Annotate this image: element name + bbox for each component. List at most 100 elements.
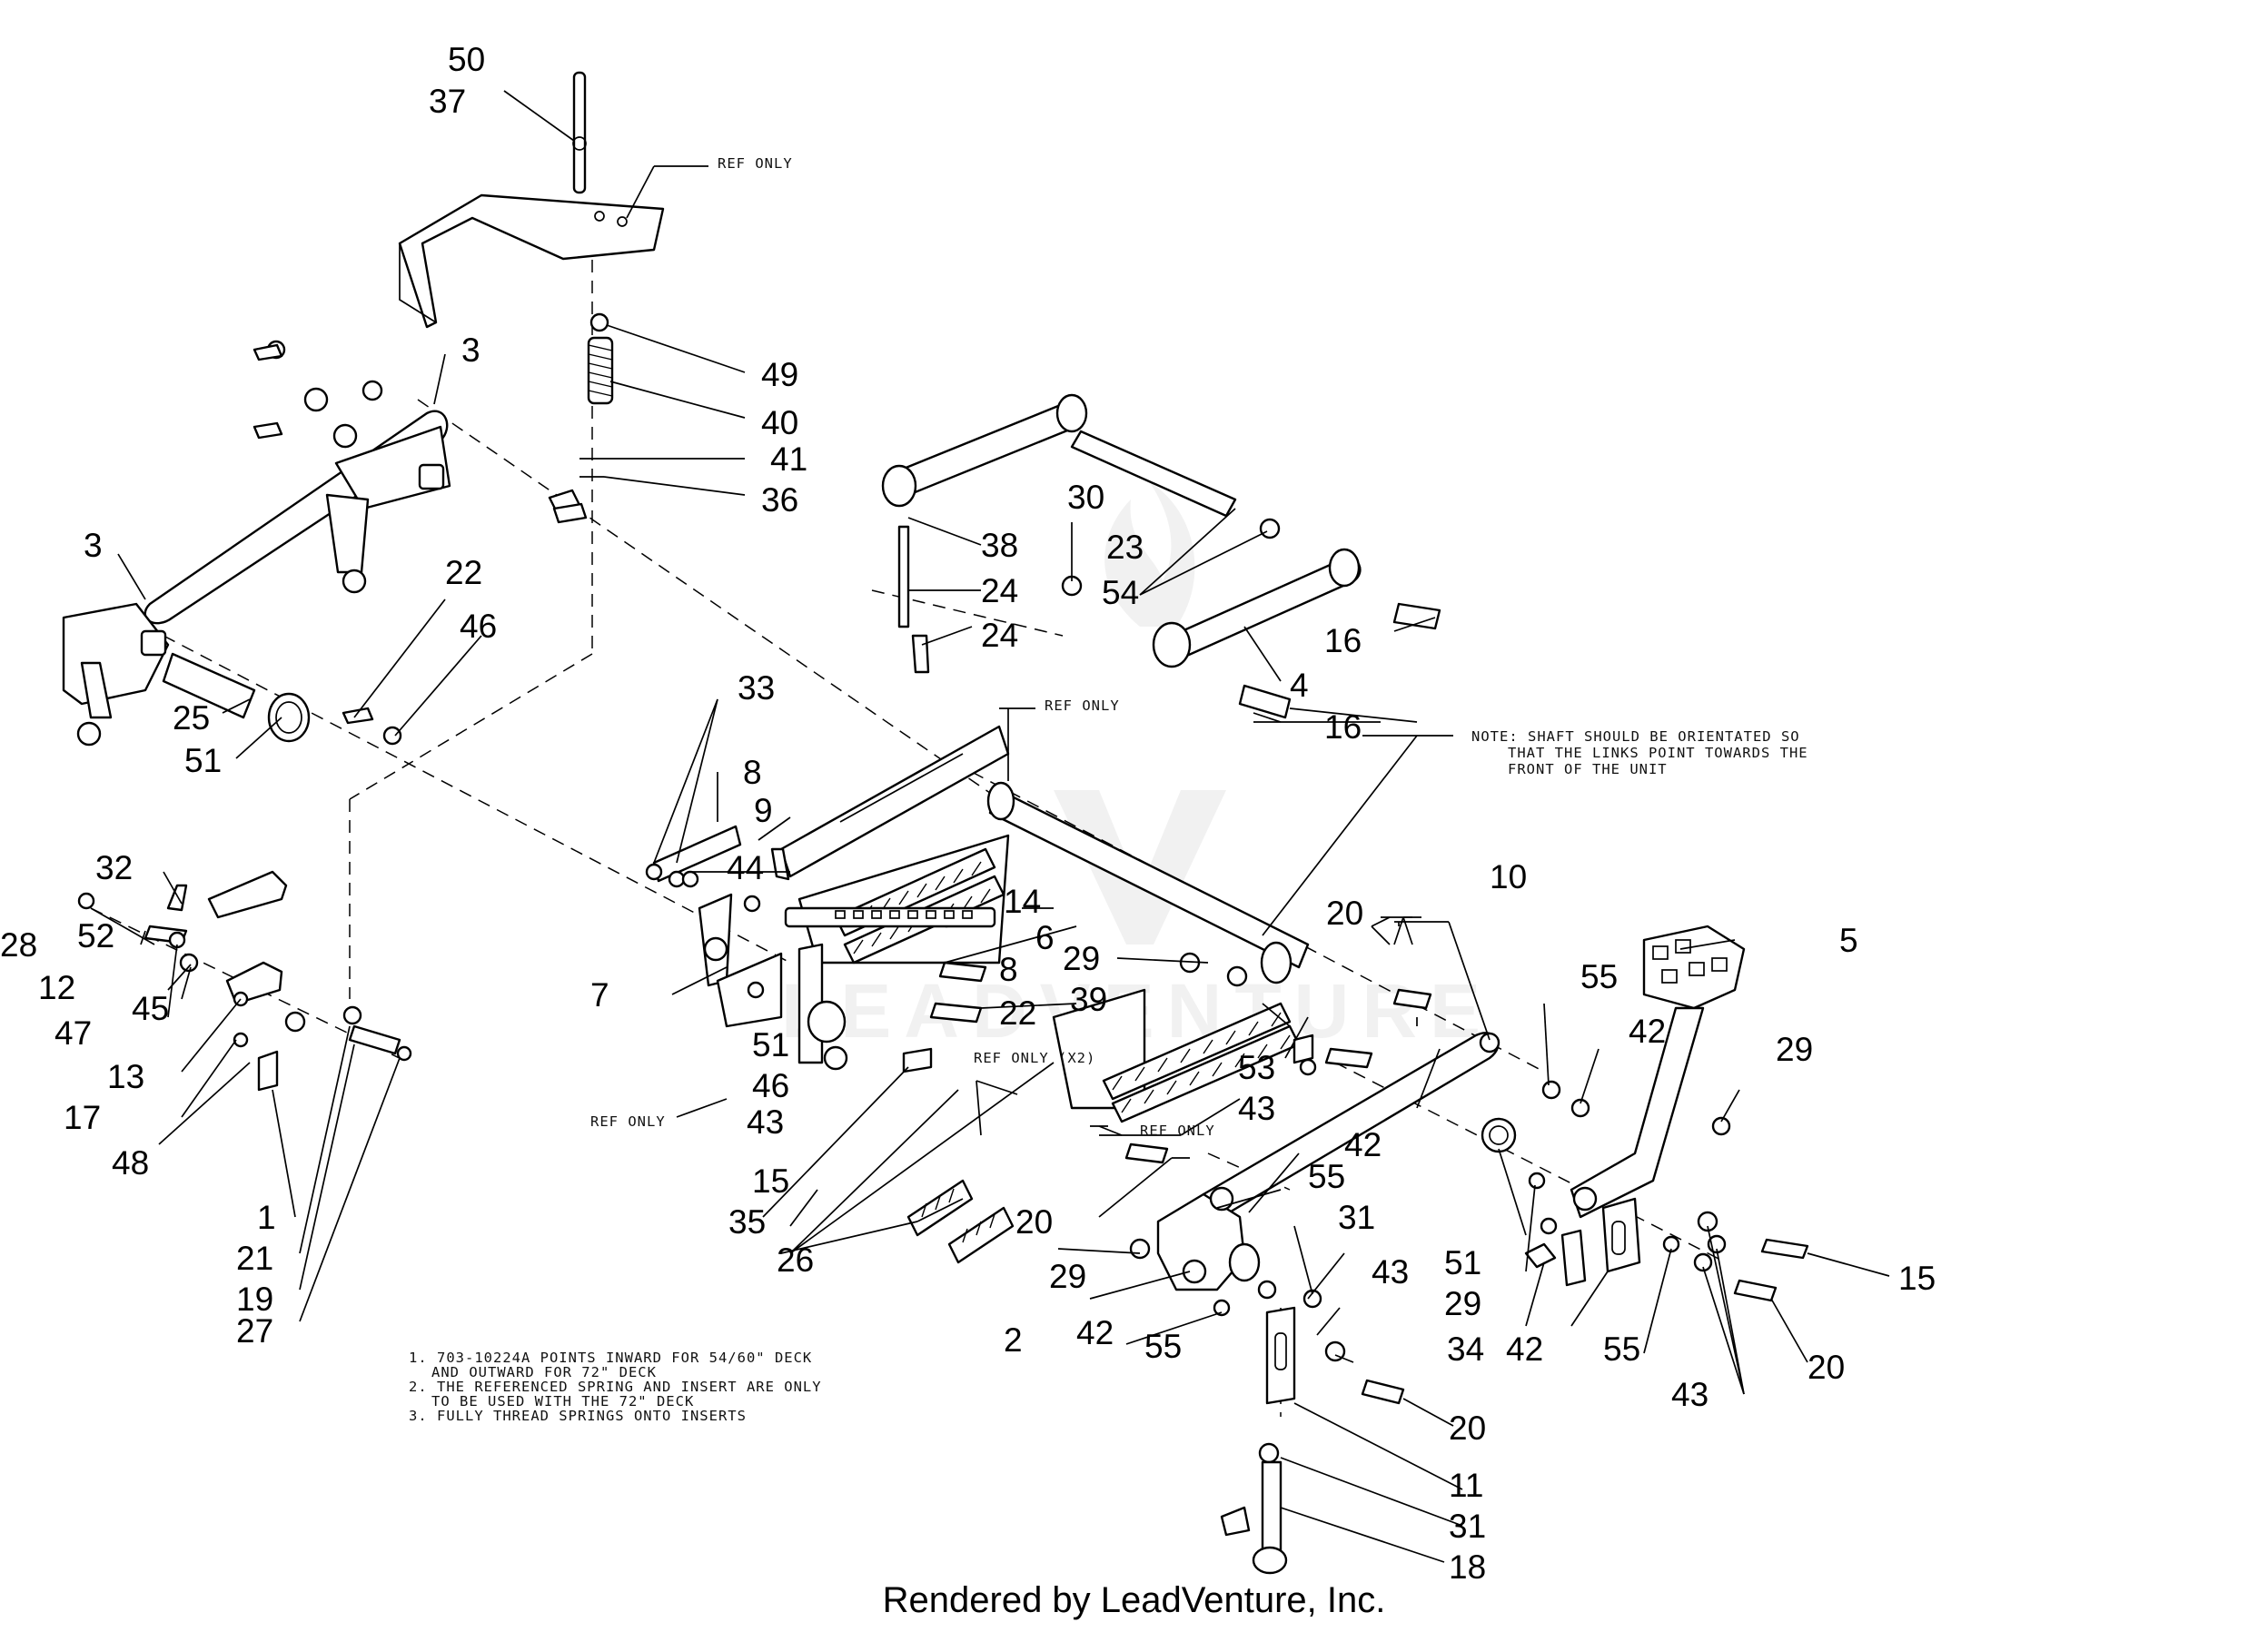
callout-35: 35 xyxy=(728,1203,766,1241)
callout-10: 10 xyxy=(1490,858,1527,895)
upper-links xyxy=(881,393,1441,719)
callout-22: 22 xyxy=(445,554,482,591)
callout-31: 31 xyxy=(1449,1508,1486,1545)
center-assembly xyxy=(645,725,1432,1264)
callout-29: 29 xyxy=(1049,1258,1086,1295)
callout-24: 24 xyxy=(981,617,1018,654)
callout-47: 47 xyxy=(54,1014,92,1052)
callout-25: 25 xyxy=(173,699,210,737)
top-mount-bracket xyxy=(398,71,665,329)
callout-26: 26 xyxy=(777,1241,814,1279)
ref-only-x2-label: REF ONLY (X2) xyxy=(974,1050,1095,1066)
callout-12: 12 xyxy=(38,969,75,1006)
callout-3: 3 xyxy=(84,527,103,564)
ref-only-label: REF ONLY xyxy=(718,155,793,172)
notes-block: 1. 703-10224A POINTS INWARD FOR 54/60" D… xyxy=(409,1350,822,1424)
callout-3: 3 xyxy=(461,331,480,369)
callout-51: 51 xyxy=(1444,1244,1481,1281)
callout-33: 33 xyxy=(738,669,775,707)
callout-5: 5 xyxy=(1839,922,1858,959)
callout-52: 52 xyxy=(77,917,114,955)
left-linkage xyxy=(77,870,412,1092)
spring-inserts xyxy=(906,1179,1015,1264)
callout-42: 42 xyxy=(1506,1330,1543,1368)
rendered-by-credit: Rendered by LeadVenture, Inc. xyxy=(882,1580,1386,1620)
callout-2: 2 xyxy=(1004,1321,1023,1359)
shaft-note-line: THAT THE LINKS POINT TOWARDS THE xyxy=(1508,745,1808,761)
callout-42: 42 xyxy=(1629,1013,1666,1050)
lift-arm-left xyxy=(62,340,588,747)
ref-only-x2-text: REF ONLY (X2) xyxy=(974,1050,1095,1066)
assembly-dash-lines xyxy=(90,218,1727,1417)
callout-20: 20 xyxy=(1807,1349,1845,1386)
leader-lines xyxy=(90,90,1890,1563)
callout-19: 19 xyxy=(236,1281,273,1318)
ref-only-label: REF ONLY xyxy=(1045,697,1120,714)
callout-8: 8 xyxy=(743,754,762,791)
callout-43: 43 xyxy=(1372,1253,1409,1291)
callout-20: 20 xyxy=(1015,1203,1053,1241)
callout-14: 14 xyxy=(1004,883,1041,920)
callout-55: 55 xyxy=(1144,1328,1182,1365)
callout-17: 17 xyxy=(64,1099,101,1136)
callout-4: 4 xyxy=(1290,667,1309,704)
ref-only-label: REF ONLY xyxy=(1140,1123,1215,1139)
spring-stack xyxy=(548,312,614,516)
callout-1: 1 xyxy=(257,1199,276,1236)
callout-29: 29 xyxy=(1776,1031,1813,1068)
adjustment-holes xyxy=(835,910,973,919)
callout-42: 42 xyxy=(1344,1126,1382,1163)
callout-39: 39 xyxy=(1070,981,1107,1018)
note-line: TO BE USED WITH THE 72" DECK xyxy=(431,1393,694,1410)
callout-16: 16 xyxy=(1324,708,1362,746)
callout-48: 48 xyxy=(112,1144,149,1182)
note-line: 2. THE REFERENCED SPRING AND INSERT ARE … xyxy=(409,1379,822,1395)
callout-28: 28 xyxy=(0,926,37,964)
callout-7: 7 xyxy=(590,976,609,1014)
leadventure-watermark: LEADVENTURE xyxy=(781,481,1481,1053)
callout-43: 43 xyxy=(1671,1376,1708,1413)
ref-only-labels: REF ONLY REF ONLY REF ONLY REF ONLY REF … xyxy=(590,155,1215,1139)
callout-40: 40 xyxy=(761,404,798,441)
callout-15: 15 xyxy=(1898,1260,1936,1297)
callout-54: 54 xyxy=(1102,574,1139,611)
callout-34: 34 xyxy=(1447,1330,1484,1368)
callout-20: 20 xyxy=(1326,895,1363,932)
callout-27: 27 xyxy=(236,1312,273,1350)
callout-49: 49 xyxy=(761,356,798,393)
callout-15: 15 xyxy=(752,1162,789,1200)
ref-only-label: REF ONLY xyxy=(590,1113,666,1130)
callout-9: 9 xyxy=(754,792,773,829)
callout-45: 45 xyxy=(132,990,169,1027)
callout-6: 6 xyxy=(1035,919,1055,956)
callout-8: 8 xyxy=(999,951,1018,988)
callout-23: 23 xyxy=(1106,529,1144,566)
callout-43: 43 xyxy=(747,1103,784,1141)
callout-13: 13 xyxy=(107,1058,144,1095)
callout-22: 22 xyxy=(999,994,1036,1032)
shaft-note-line: NOTE: SHAFT SHOULD BE ORIENTATED SO xyxy=(1471,728,1800,745)
callout-24: 24 xyxy=(981,572,1018,609)
callout-41: 41 xyxy=(770,440,807,478)
callout-42: 42 xyxy=(1076,1314,1114,1351)
shaft-note-line: FRONT OF THE UNIT xyxy=(1508,761,1668,777)
callout-29: 29 xyxy=(1063,940,1100,977)
callout-55: 55 xyxy=(1580,958,1618,995)
callout-43: 43 xyxy=(1238,1090,1275,1127)
callout-46: 46 xyxy=(752,1067,789,1104)
callout-16: 16 xyxy=(1324,622,1362,659)
callout-38: 38 xyxy=(981,527,1018,564)
callout-32: 32 xyxy=(95,849,133,886)
callout-31: 31 xyxy=(1338,1199,1375,1236)
callout-55: 55 xyxy=(1308,1158,1345,1195)
callout-51: 51 xyxy=(752,1026,789,1063)
callout-46: 46 xyxy=(460,608,497,645)
callout-53: 53 xyxy=(1238,1049,1275,1086)
callouts: 50 37 49 40 41 36 3 3 22 46 25 51 30 38 … xyxy=(0,41,1936,1586)
callout-36: 36 xyxy=(761,481,798,519)
callout-37: 37 xyxy=(429,83,466,120)
callout-20: 20 xyxy=(1449,1410,1486,1447)
callout-51: 51 xyxy=(184,742,222,779)
note-line: 1. 703-10224A POINTS INWARD FOR 54/60" D… xyxy=(409,1350,812,1366)
